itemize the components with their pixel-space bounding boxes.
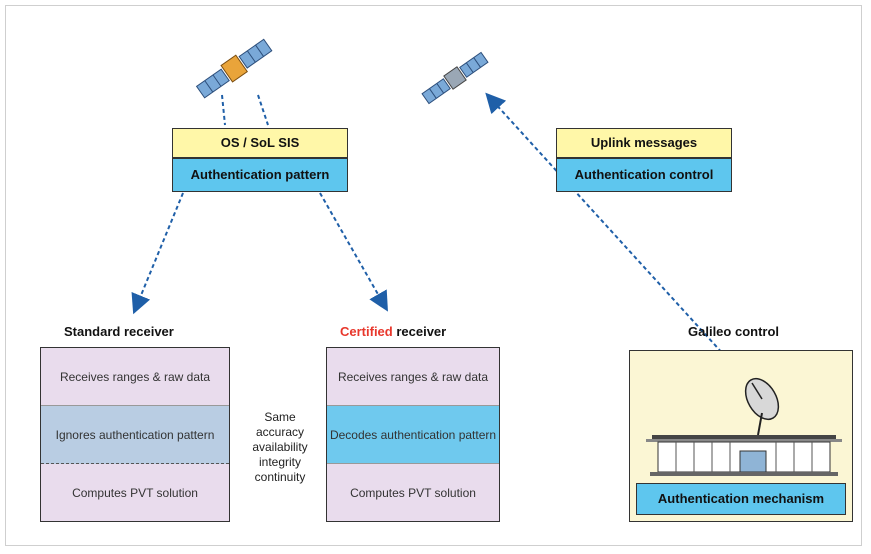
uplink-title: Uplink messages	[590, 134, 698, 150]
standard-row-ignores: Ignores authentication pattern	[41, 406, 229, 464]
uplink-title-box: Uplink messages	[556, 128, 732, 158]
sis-title-box: OS / SoL SIS	[172, 128, 348, 158]
certified-title-rest: receiver	[392, 324, 447, 339]
certified-row-decodes: Decodes authentication pattern	[327, 406, 499, 464]
standard-receiver-column: Receives ranges & raw data Ignores authe…	[40, 347, 230, 522]
satellite-left-icon	[195, 38, 273, 99]
center-note-line: continuity	[254, 470, 306, 484]
center-note: Same accuracy availability integrity con…	[232, 410, 328, 485]
certified-row-computes: Computes PVT solution	[327, 464, 499, 521]
arrow-to-standard-receiver	[131, 192, 184, 315]
ground-station-icon	[646, 377, 842, 476]
center-note-line: integrity	[258, 455, 302, 469]
authentication-mechanism-label: Authentication mechanism	[657, 490, 825, 506]
authentication-mechanism-box: Authentication mechanism	[636, 483, 846, 515]
certified-row-receives: Receives ranges & raw data	[327, 348, 499, 406]
standard-row-computes: Computes PVT solution	[41, 464, 229, 521]
sis-title: OS / SoL SIS	[220, 134, 300, 150]
satellite-right-icon	[421, 51, 489, 105]
center-note-line: Same	[264, 410, 296, 424]
standard-receiver-title: Standard receiver	[64, 324, 174, 339]
certified-receiver-column: Receives ranges & raw data Decodes authe…	[326, 347, 500, 522]
center-note-line: availability	[252, 440, 308, 454]
arrow-to-certified-receiver	[319, 192, 388, 312]
standard-row-receives: Receives ranges & raw data	[41, 348, 229, 406]
galileo-control-panel: Authentication mechanism	[629, 350, 853, 522]
sis-link-line-right	[257, 94, 269, 126]
authentication-control-box: Authentication control	[556, 158, 732, 192]
dish-antenna-icon	[744, 377, 780, 436]
authentication-pattern-label: Authentication pattern	[190, 166, 330, 182]
authentication-control-label: Authentication control	[574, 166, 714, 182]
certified-highlight: Certified	[340, 324, 393, 339]
center-note-line: accuracy	[255, 425, 305, 439]
certified-receiver-title: Certified receiver	[340, 324, 446, 339]
galileo-control-title: Galileo control	[688, 324, 780, 339]
sis-link-line-left	[221, 94, 226, 126]
authentication-pattern-box: Authentication pattern	[172, 158, 348, 192]
